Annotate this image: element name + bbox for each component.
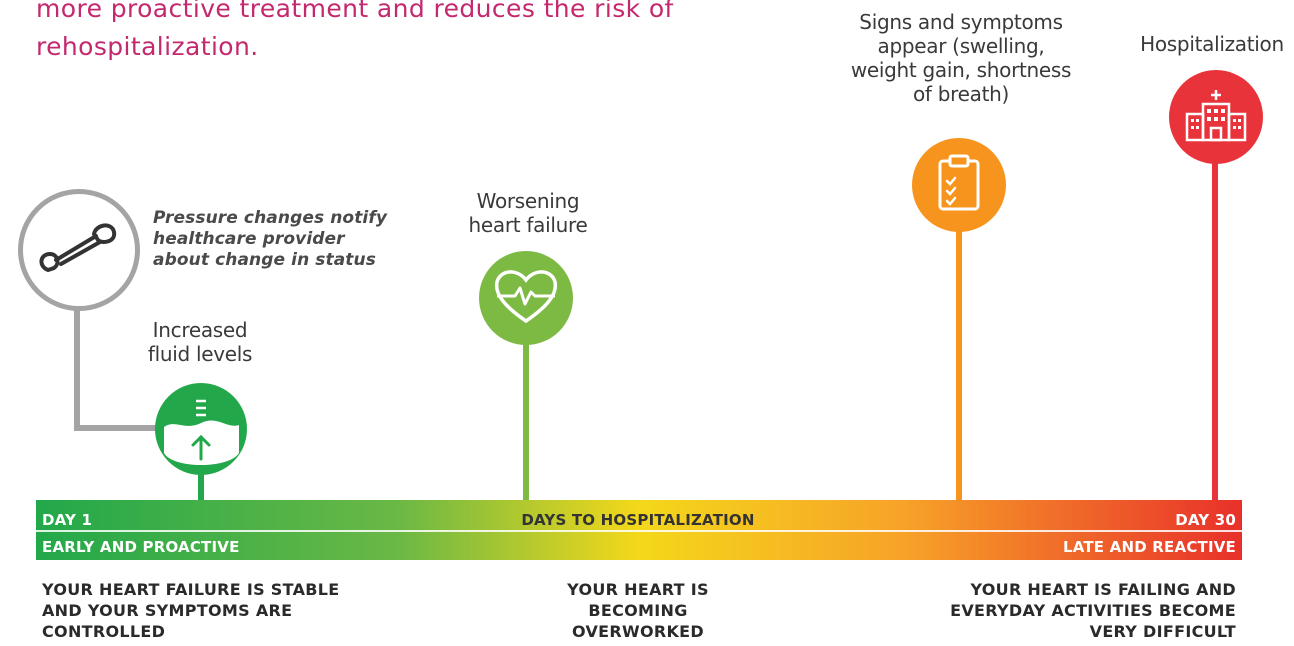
- timeline-end-day: DAY 30: [1175, 511, 1236, 529]
- sensor-connector-vertical: [74, 308, 80, 431]
- hospital-icon: [1183, 88, 1249, 146]
- heart-stem: [523, 344, 529, 502]
- sensor-icon: [34, 218, 124, 282]
- heart-circle: [479, 251, 573, 345]
- hospital-label: Hospitalization: [1140, 32, 1284, 56]
- timeline-center-label: DAYS TO HOSPITALIZATION: [521, 511, 755, 529]
- intro-text: more proactive treatment and reduces the…: [36, 0, 674, 61]
- signs-label: Signs and symptoms appear (swelling, wei…: [850, 10, 1072, 106]
- fluid-label: Increased fluid levels: [147, 318, 253, 366]
- sensor-connector-horizontal: [74, 425, 160, 431]
- worsening-label: Worsening heart failure: [468, 189, 588, 237]
- fluid-level-icon: [155, 381, 247, 477]
- stage-right: YOUR HEART IS FAILING AND EVERYDAY ACTIV…: [950, 580, 1236, 641]
- clipboard-stem: [956, 231, 962, 502]
- stage-middle: YOUR HEART IS BECOMING OVERWORKED: [567, 580, 709, 641]
- timeline-start-subtitle: EARLY AND PROACTIVE: [42, 538, 240, 556]
- fluid-stem: [198, 474, 204, 502]
- fluid-circle: [155, 383, 247, 475]
- hospital-circle: [1169, 70, 1263, 164]
- heartbeat-icon: [491, 266, 561, 330]
- sensor-note: Pressure changes notify healthcare provi…: [153, 208, 388, 270]
- timeline-start-day: DAY 1: [42, 511, 93, 529]
- clipboard-icon: [934, 153, 984, 217]
- timeline-divider: [36, 530, 1242, 532]
- clipboard-circle: [912, 138, 1006, 232]
- stage-left: YOUR HEART FAILURE IS STABLE AND YOUR SY…: [42, 580, 340, 641]
- timeline-end-subtitle: LATE AND REACTIVE: [1062, 538, 1236, 556]
- sensor-circle: [18, 189, 140, 311]
- hospital-stem: [1212, 163, 1218, 502]
